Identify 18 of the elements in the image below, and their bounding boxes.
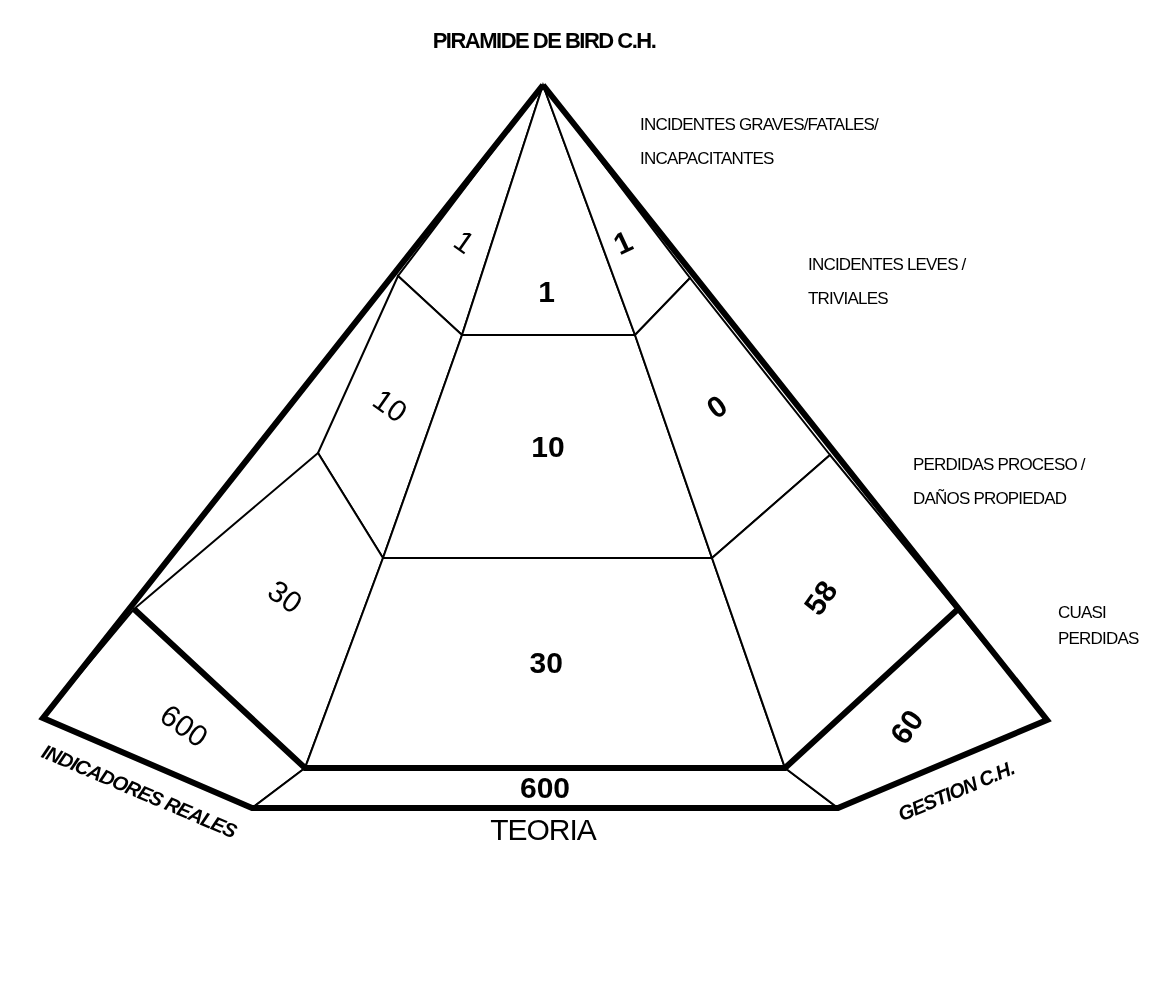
count-value: 10 — [368, 383, 413, 428]
count-value: 60 — [884, 704, 929, 749]
count-value: 10 — [531, 431, 565, 462]
category-label: CUASI PERDIDAS — [1058, 602, 1140, 650]
count-value: 600 — [519, 773, 571, 803]
count-value: 600 — [154, 699, 213, 753]
count-value: 1 — [538, 276, 555, 307]
count-value: 1 — [608, 225, 637, 260]
count-value: 30 — [262, 575, 308, 619]
count-value: 30 — [529, 648, 563, 678]
count-value: 1 — [448, 224, 480, 260]
category-label: PERDIDAS PROCESO / DAÑOS PROPIEDAD — [913, 454, 1087, 510]
category-label: INCIDENTES GRAVES/FATALES/ INCAPACITANTES — [640, 114, 880, 170]
count-value: 0 — [701, 389, 733, 424]
category-label: INCIDENTES LEVES / TRIVIALES — [808, 254, 967, 310]
face-label: TEORIA — [489, 815, 598, 845]
count-value: 58 — [799, 575, 843, 620]
diagram-title: PIRAMIDE DE BIRD C.H. — [431, 28, 657, 54]
